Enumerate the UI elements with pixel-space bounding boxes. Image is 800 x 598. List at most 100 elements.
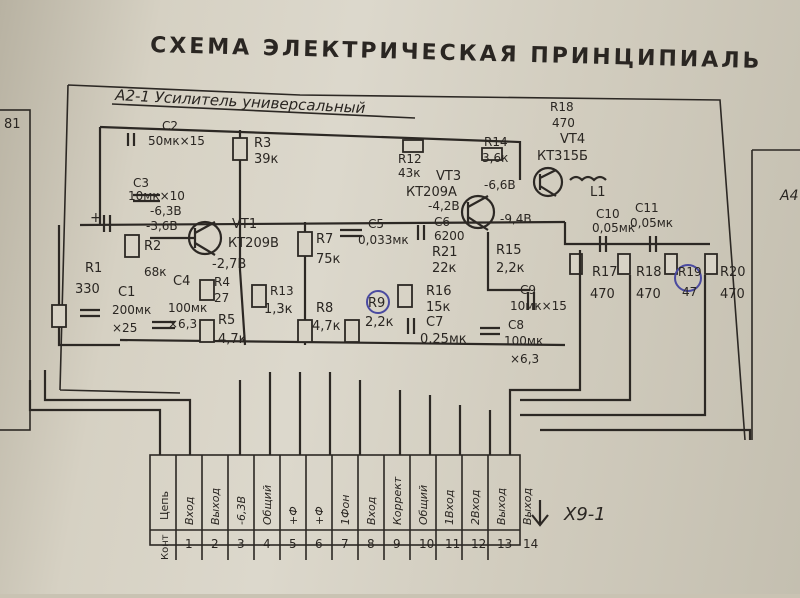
connector-header-bottom: Конт [160,534,171,560]
r18-label: R18 [636,265,662,280]
connector-signal-5: +Ф [287,506,300,525]
vt4-label: VT4 [560,132,585,147]
connector-signal-10: Общий [417,485,430,525]
connector-pins: 1Вход2Выход3-6,3В4Общий5+Ф6+Ф71Фон8Вход9… [183,476,538,551]
input-cap [102,215,112,232]
r19-value: 47 [682,285,697,299]
block-label: А2-1 Усилитель универсальный [114,86,366,117]
r5-label: R5 [218,313,235,328]
r7-label: R7 [316,232,333,247]
r3-label: R3 [254,136,271,151]
connector-label: Х9-1 [563,504,606,525]
c8-value: 100мк [504,334,543,348]
block-frame [59,84,746,441]
r18-top-label: R18 [550,100,574,114]
e1-voltage: -3,6В [146,219,178,233]
r5-value: 4,7к [218,332,247,347]
r16-label: R16 [426,284,452,299]
r20-symbol [704,253,718,275]
connector-pin-8: 8 [367,537,375,551]
c4-symbol [152,320,175,330]
r20-label: R20 [720,265,746,280]
c8-label: C8 [508,318,524,332]
c4-value: 100мк [168,301,207,315]
vt3-transistor-symbol [460,194,496,230]
c7-value: 0,25мк [420,332,467,347]
c5-label: C5 [368,217,384,231]
vt4-voltage: -9,4В [500,212,532,226]
connector-signal-14: Выход [521,488,534,525]
r8-value: 4,7к [312,319,341,334]
connector-pin-9: 9 [393,537,401,551]
connector-signal-1: Вход [183,497,196,525]
r18-value: 470 [636,287,661,302]
vt4-transistor-symbol [532,166,564,198]
c1-label: C1 [118,285,135,300]
r7-value: 75к [316,252,341,267]
connector-pin-5: 5 [289,537,297,551]
bus-wires [28,250,752,455]
vt1-voltage: -2,7В [212,257,246,272]
r3-value: 39к [254,152,279,167]
mid-rail [79,220,566,227]
c8-rating: ×6,3 [510,352,539,366]
r8-label: R8 [316,301,333,316]
r9-circle-mark [366,290,390,314]
r4-label: R4 [214,275,230,289]
page-title: СХЕМА ЭЛЕКТРИЧЕСКАЯ ПРИНЦИПИАЛЬ [150,33,763,74]
r1-symbol [51,304,67,328]
filter-rail [563,222,710,246]
l1-symbol [569,175,607,182]
r18-top-value: 470 [552,116,575,130]
connector-signal-9: Коррект [391,476,404,525]
right-edge-label: А4 [779,188,798,204]
r14-label: R14 [484,135,508,149]
r1-label: R1 [85,261,102,276]
c11-value: 0,05мк [630,216,673,230]
r4-value: 27 [214,291,229,305]
connector-pin-3: 3 [237,537,245,551]
r14-voltage: -6,6В [484,178,516,192]
r2-label: R2 [144,239,161,254]
connector-signal-3: -6,3В [235,496,248,525]
connector-signal-7: 1Фон [339,495,352,525]
c9-label: C9 [520,283,536,297]
block-label-underline [111,103,416,119]
c10-value: 0,05мк [592,221,635,235]
connector-signal-12: 2Вход [469,490,482,525]
r19-label: R19 [678,265,702,279]
connector-pin-6: 6 [315,537,323,551]
r13-value: 1,3к [264,302,293,317]
connector-pin-10: 10 [419,537,434,551]
r18-symbol [617,253,631,275]
c3-voltage: -6,3В [150,204,182,218]
r19-symbol [664,253,678,275]
connector-signal-6: +Ф [313,506,326,525]
c7-symbol [406,318,416,334]
r15-wire [486,232,530,292]
connector-header-top: Цепь [158,491,171,520]
r14-symbol [481,147,503,161]
input-plus: + [90,210,102,226]
r8-symbol [297,319,313,343]
connector-pin-4: 4 [263,537,271,551]
connector-pin-1: 1 [185,537,193,551]
r1-wire [57,225,120,347]
connector-pin-12: 12 [471,537,486,551]
r21-value: 22к [432,261,457,276]
r13-symbol [251,284,267,308]
connector-pin-7: 7 [341,537,349,551]
r17-value: 470 [590,287,615,302]
r15-value: 2,2к [496,261,525,276]
connector-signal-11: 1Вход [443,490,456,525]
connector-signal-2: Выход [209,488,222,525]
r4-symbol [199,279,215,301]
c5-value: 0,033мк [358,233,409,247]
vt4-type: КТ315Б [537,149,588,164]
connector-signal-8: Вход [365,497,378,525]
r5-symbol [199,319,215,343]
c2-value: 50мк×15 [148,134,205,148]
right-block-frame [751,149,800,440]
c3-value: 10мк×10 [128,189,185,203]
